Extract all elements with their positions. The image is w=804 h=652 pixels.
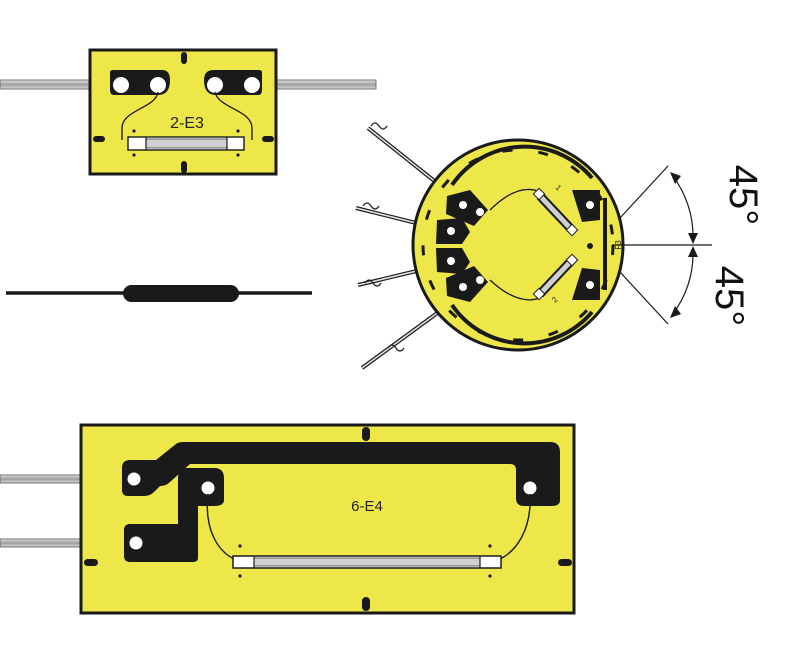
angle-lower-label: 45° <box>707 266 751 327</box>
alignment-mark <box>93 136 105 142</box>
rosette-grid-2: 2 <box>532 253 579 305</box>
bus-trace-lower <box>124 468 224 562</box>
rosette-arc-bottom <box>450 303 594 346</box>
rosette-gauge: F3 1 <box>355 122 625 370</box>
alignment-mark <box>362 597 370 611</box>
side-body <box>123 285 239 302</box>
solder-hole <box>201 481 215 495</box>
alignment-mark <box>262 136 274 142</box>
solder-hole <box>150 77 166 93</box>
small-gauge: 2-E3 <box>0 48 377 176</box>
dim-line-upper <box>619 165 669 219</box>
solder-hole <box>207 77 223 93</box>
grid-marker <box>238 574 242 578</box>
grid-marker <box>236 129 240 133</box>
trace-right <box>214 91 253 140</box>
gauge-type-label: 6-E4 <box>351 498 383 515</box>
rosette-center-dot <box>587 243 593 249</box>
arrowhead <box>670 306 681 318</box>
grid-marker <box>488 574 492 578</box>
solder-hole <box>523 481 537 495</box>
grid-marker <box>488 544 492 548</box>
alignment-mark <box>181 52 187 64</box>
solder-hole <box>244 77 260 93</box>
alignment-mark <box>362 427 370 441</box>
side-profile <box>6 285 312 302</box>
alignment-mark <box>181 161 187 173</box>
trace-right <box>497 493 531 561</box>
grid-marker <box>132 153 136 157</box>
rosette-grid-1: 1 <box>532 183 579 237</box>
grid-marker <box>132 129 136 133</box>
trace-left <box>121 91 159 140</box>
angle-dimensions: 45° 45° <box>612 165 765 327</box>
dim-arc-lower <box>671 251 694 316</box>
trace-left <box>206 493 237 561</box>
gauge-substrate <box>88 48 278 176</box>
arrowhead <box>670 172 681 184</box>
solder-hole <box>113 77 129 93</box>
dim-arc-upper <box>671 174 694 239</box>
measuring-grid-foil <box>145 138 228 149</box>
alignment-mark <box>558 559 572 566</box>
arrowhead <box>688 246 698 257</box>
grid-number-2: 2 <box>550 295 560 305</box>
gauge-type-label: 2-E3 <box>170 115 204 132</box>
grid-marker <box>238 544 242 548</box>
large-gauge: 6-E4 <box>0 423 576 615</box>
dim-line-lower <box>619 271 669 325</box>
grid-marker <box>236 153 240 157</box>
solder-hole <box>127 472 141 486</box>
measuring-grid-foil <box>253 557 481 567</box>
alignment-mark <box>84 559 98 566</box>
rosette-center-bar <box>603 198 607 290</box>
angle-upper-label: 45° <box>721 165 765 226</box>
grid-number-1: 1 <box>554 183 564 193</box>
bus-trace-upper <box>122 442 560 506</box>
rosette-pad-holes <box>447 201 594 291</box>
arrowhead <box>688 233 698 244</box>
rosette-arc-top <box>450 144 594 187</box>
solder-hole <box>129 536 143 550</box>
